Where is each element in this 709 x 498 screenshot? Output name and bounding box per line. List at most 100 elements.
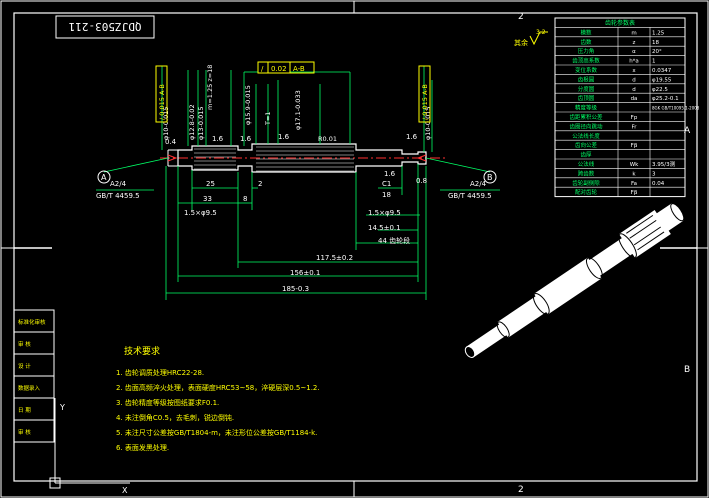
table-cell: 齿向公差 <box>575 141 598 149</box>
table-cell: 齿数 <box>580 38 592 46</box>
datum-b: B <box>483 170 497 184</box>
dim-33: 33 <box>203 195 212 203</box>
table-cell: 分度圆 <box>578 85 595 93</box>
roughness-1-6: 1.6 <box>240 135 252 143</box>
tech-req-item: 6. 表面发黑处理. <box>116 443 169 452</box>
table-cell: 齿轮副侧隙 <box>572 179 600 187</box>
shaft-outline <box>177 143 427 173</box>
tech-req-item: 4. 未注倒角C0.5，去毛刺，锐边倒钝. <box>116 413 234 422</box>
table-cell: 3 <box>652 171 656 177</box>
table-cell: Fa <box>631 181 637 187</box>
dim-117-5: 117.5±0.2 <box>316 254 353 262</box>
table-cell: 变位系数 <box>575 66 598 74</box>
table-cell: Fβ <box>631 143 638 149</box>
dia-spline-minor: φ12.8-0.02 <box>188 104 196 140</box>
table-cell: α <box>632 49 636 55</box>
table-cell: 20° <box>652 49 662 55</box>
zone-label: 2 <box>518 485 524 495</box>
dimension-labels: 25 33 8 2 18 C1 1.5×φ9.5 1.5×φ9.5 14.5±0… <box>96 133 492 293</box>
shaft-main-view <box>160 143 445 173</box>
table-cell: da <box>631 96 638 102</box>
table-cell: 齿顶高系数 <box>572 57 600 65</box>
dim-185: 185-0.3 <box>282 285 309 293</box>
tol-mid-value: 0.02 <box>271 65 287 73</box>
tol-right-datum: A-B <box>421 84 429 95</box>
drawing-number: QDJZ503-211 <box>69 20 142 33</box>
datum-a: A <box>97 170 111 184</box>
table-cell: 公法线长度 <box>572 132 600 140</box>
svg-text:X: X <box>122 486 128 495</box>
dim-44: 44 齿轮段 <box>378 236 410 245</box>
center-hole-left-label: A2/4 <box>110 180 127 188</box>
vertical-diameter-labels: φ10-0.015 φ12.8-0.02 φ13-0.015 m=1.25 z=… <box>162 65 432 143</box>
roughness-1-6: 1.6 <box>212 135 224 143</box>
table-cell: 公法线 <box>578 160 595 168</box>
table-cell: 0.04 <box>652 181 665 187</box>
table-cell: 18 <box>652 40 659 46</box>
tech-req-item: 3. 齿轮精度等级按图纸要求F0.1. <box>116 398 219 407</box>
spline-teeth <box>194 148 236 170</box>
svg-text:A: A <box>101 173 107 182</box>
table-cell: 3.95/3测 <box>652 160 676 168</box>
tech-req-list: 1. 齿轮调质处理HRC22-28.2. 齿面高频淬火处理，表面硬度HRC53~… <box>116 368 320 452</box>
tol-mid-datum: A-B <box>293 65 305 73</box>
table-cell: Fr <box>631 124 637 130</box>
table-cell: 跨齿数 <box>578 169 595 177</box>
center-hole-right <box>416 154 427 162</box>
geometric-tolerance-left: / 0.015 A-B <box>155 65 168 123</box>
table-cell: 齿距累积公差 <box>569 113 603 121</box>
table-cell: 模数 <box>580 28 592 36</box>
center-hole-right-label: A2/4 <box>470 180 487 188</box>
center-hole-right-std: GB/T 4459.5 <box>448 192 492 200</box>
roughness-1-6: 1.6 <box>406 133 418 141</box>
zone-label: A <box>684 126 691 136</box>
zone-label: B <box>684 365 690 375</box>
tol-left-datum: A-B <box>158 84 166 95</box>
title-block-cell: 标准化审核 <box>18 318 46 326</box>
dim-0-8: 0.8 <box>416 177 427 185</box>
svg-text:/ 0.015 A-B: / 0.015 A-B <box>158 84 166 120</box>
dim-c1: C1 <box>382 180 391 188</box>
table-cell: m <box>631 30 636 36</box>
dim-25: 25 <box>206 180 215 188</box>
table-cell: Fβ <box>631 190 638 196</box>
gear-teeth <box>256 146 354 172</box>
roughness-value: 3.2 <box>536 29 546 36</box>
table-cell: φ19.55 <box>652 77 672 83</box>
roughness-symbol-icon <box>529 31 548 46</box>
table-cell: 齿圈径向跳动 <box>569 122 603 130</box>
dia-right-shaft: φ10-0.015 <box>424 106 432 140</box>
table-cell: 0.0347 <box>652 68 672 74</box>
spline-module: m=1.25 z=18 <box>206 65 214 110</box>
table-cell: Wk <box>630 162 639 168</box>
dim-0-4: 0.4 <box>165 138 177 146</box>
table-cell: 8GK GB/T10095.1-2008 <box>652 106 700 111</box>
shaft-isometric-view <box>464 203 685 358</box>
title-block-cell: 审 核 <box>18 428 31 436</box>
zone-label: 2 <box>518 12 524 22</box>
dimension-lines <box>96 66 500 300</box>
tol-left-value: 0.015 <box>158 97 166 116</box>
dia-step: φ15.9-0.015 <box>244 85 252 125</box>
table-cell: d <box>632 87 636 93</box>
tooth-t: T=1 <box>264 111 272 126</box>
table-cell: 配对齿轮 <box>575 188 598 196</box>
geometric-tolerance-right: / 0.015 A-B <box>418 65 431 123</box>
table-cell: x <box>632 68 636 74</box>
title-block-cell: 审 核 <box>18 340 31 348</box>
tech-req-item: 5. 未注尺寸公差按GB/T1804-m，未注形位公差按GB/T1184-k. <box>116 428 317 437</box>
tol-right-value: 0.015 <box>421 97 429 116</box>
center-hole-left-std: GB/T 4459.5 <box>96 192 140 200</box>
tech-req-item: 1. 齿轮调质处理HRC22-28. <box>116 368 204 377</box>
dim-2: 2 <box>258 180 262 188</box>
title-block-cell: 数据录入 <box>18 384 41 392</box>
table-cell: 齿根圆 <box>578 75 595 83</box>
ucs-icon: Y X <box>49 398 130 495</box>
svg-text:/ 0.015 A-B: / 0.015 A-B <box>421 84 429 120</box>
dim-18: 18 <box>382 191 391 199</box>
table-cell: 齿厚 <box>580 152 592 159</box>
table-cell: 1 <box>652 59 656 65</box>
table-frame <box>554 17 686 198</box>
